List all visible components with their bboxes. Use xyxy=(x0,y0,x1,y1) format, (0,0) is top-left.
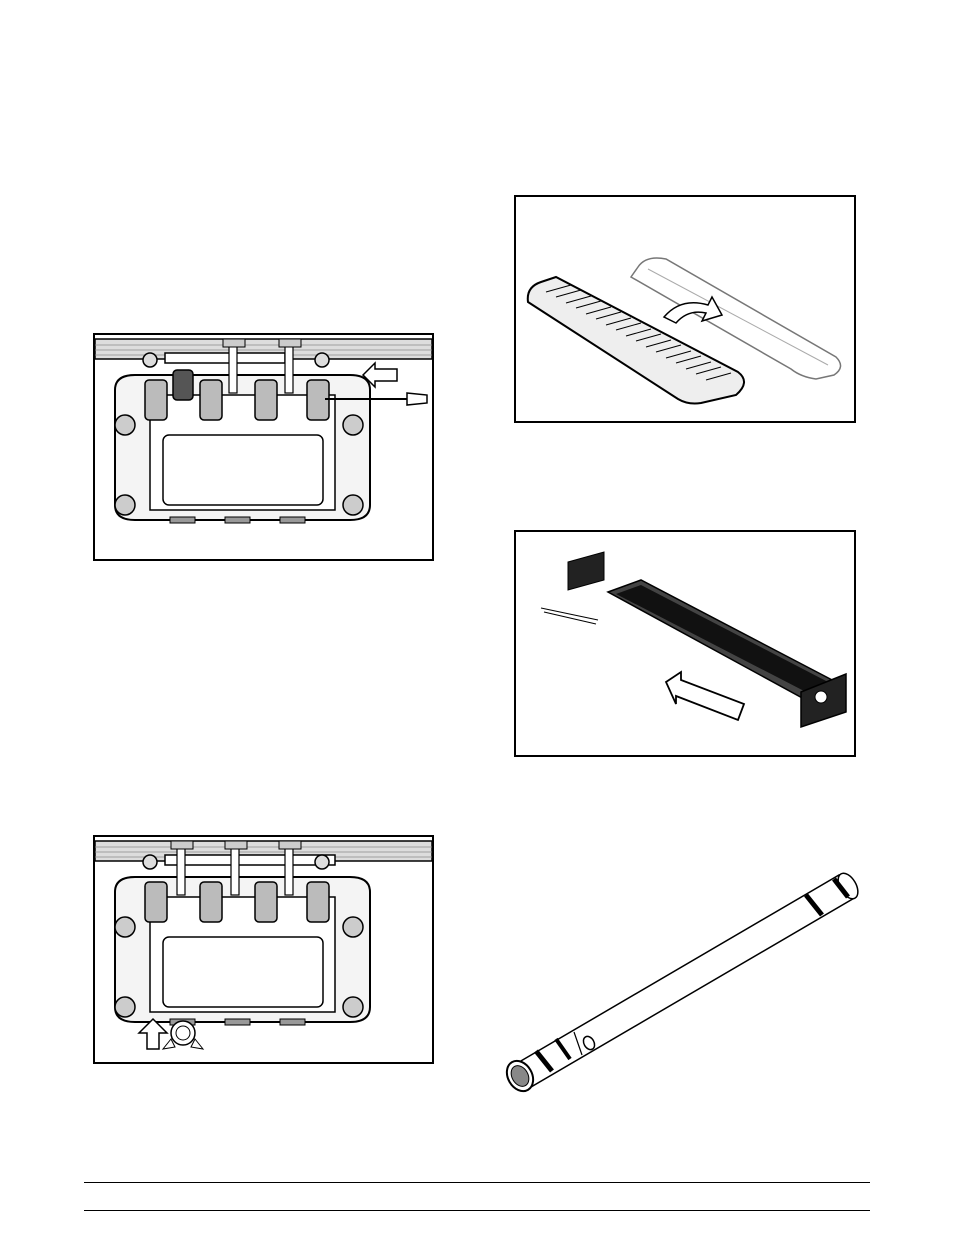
figure-drip-tray xyxy=(514,195,856,423)
splash-shield-icon xyxy=(516,532,854,755)
figure-drive-shaft xyxy=(494,855,874,1100)
footer-rule-top xyxy=(84,1182,870,1183)
figure-door-bottom xyxy=(93,835,434,1064)
drive-shaft-icon xyxy=(494,855,874,1100)
drip-tray-icon xyxy=(516,197,854,421)
door-assembly-with-knob-icon xyxy=(95,837,432,1062)
figure-splash-shield xyxy=(514,530,856,757)
door-assembly-with-pin-icon xyxy=(95,335,432,559)
figure-door-pin xyxy=(93,333,434,561)
footer-rule-bottom xyxy=(84,1210,870,1211)
